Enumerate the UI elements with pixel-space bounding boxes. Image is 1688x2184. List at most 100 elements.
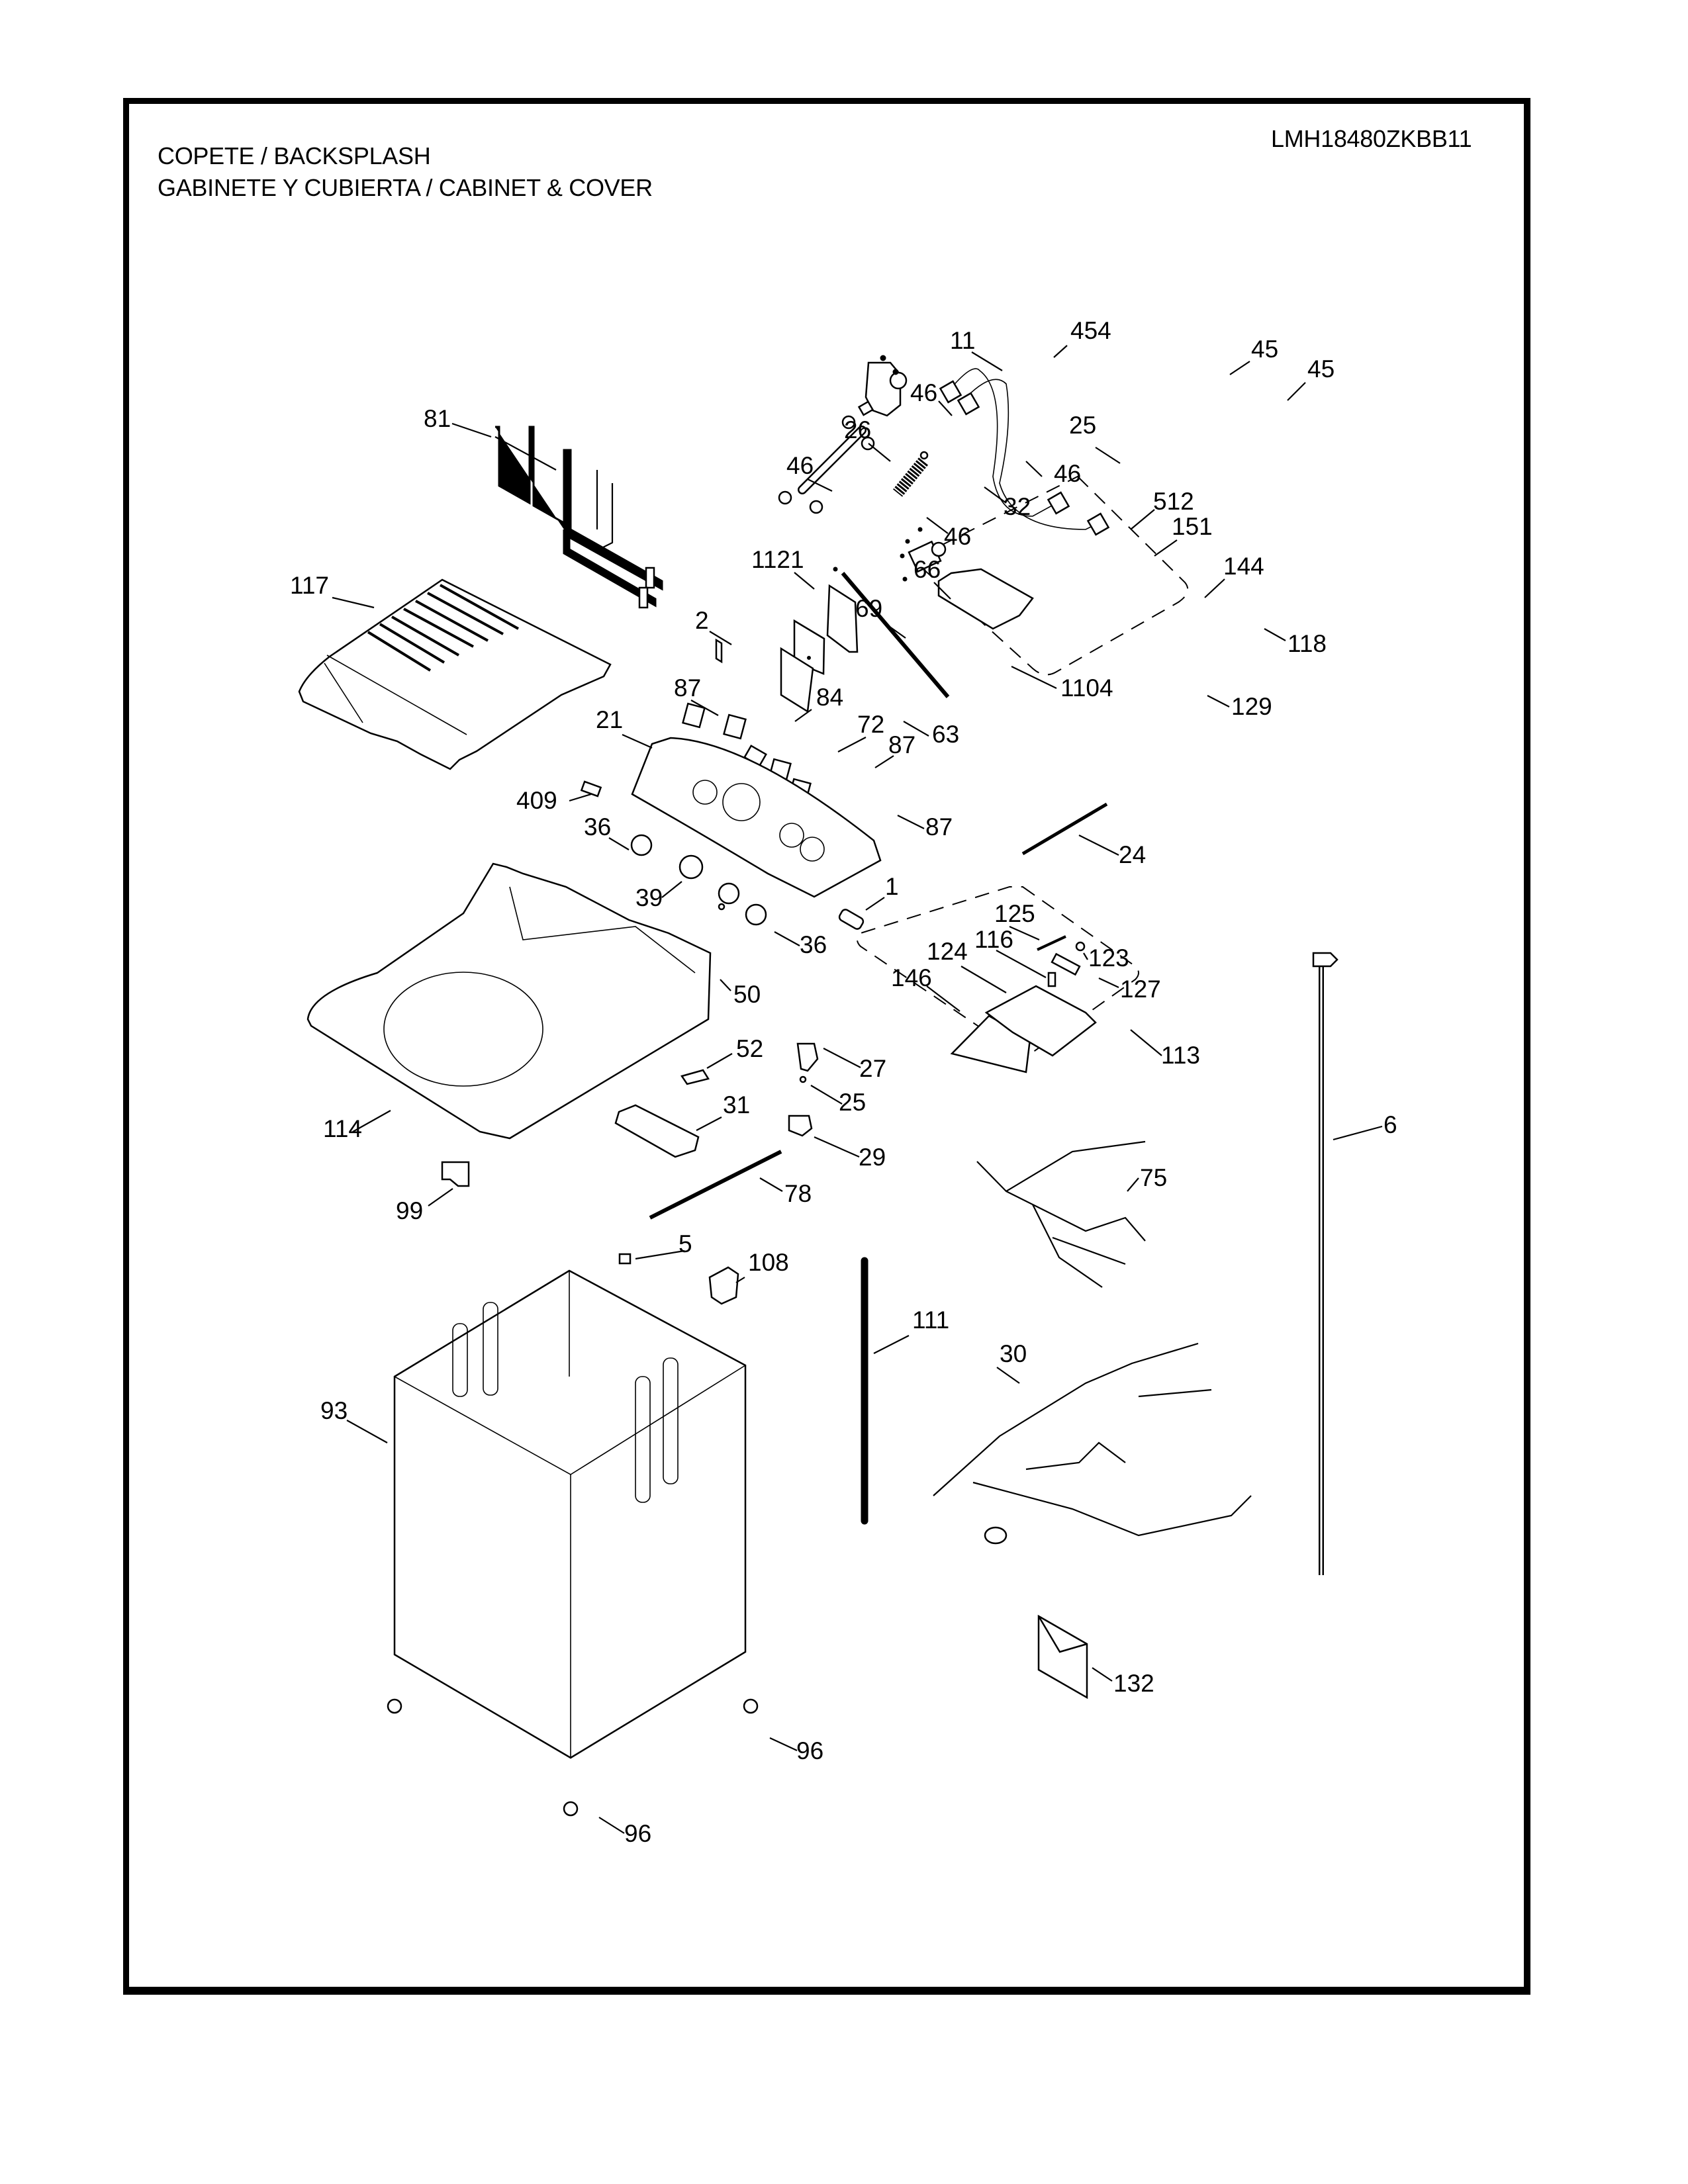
callout-25[interactable]: 25 — [1069, 412, 1096, 439]
callout-2[interactable]: 2 — [695, 607, 709, 634]
screw-25a[interactable] — [919, 451, 929, 460]
callout-45[interactable]: 45 — [1307, 355, 1335, 383]
water-valve-11[interactable] — [857, 361, 908, 417]
callout-99[interactable]: 99 — [396, 1197, 423, 1224]
harness-78[interactable] — [649, 1150, 782, 1220]
callout-146[interactable]: 146 — [891, 964, 932, 991]
screw-454a[interactable] — [880, 355, 886, 361]
callout-27[interactable]: 27 — [859, 1055, 886, 1082]
callout-123[interactable]: 123 — [1088, 944, 1129, 972]
screw-25b[interactable] — [799, 1075, 807, 1083]
callout-1121[interactable]: 1121 — [751, 546, 804, 573]
callout-116[interactable]: 116 — [974, 926, 1013, 953]
valve-assembly-151[interactable] — [908, 540, 947, 573]
sensor-rod-6[interactable] — [1312, 952, 1338, 1575]
callout-144[interactable]: 144 — [1223, 553, 1264, 580]
callout-32[interactable]: 32 — [1004, 493, 1031, 520]
wire-harness-81[interactable] — [494, 426, 663, 609]
callout-108[interactable]: 108 — [748, 1249, 789, 1276]
control-panel-21[interactable] — [631, 737, 882, 898]
callout-96[interactable]: 96 — [796, 1737, 823, 1764]
callout-69[interactable]: 69 — [855, 595, 882, 622]
callout-5[interactable]: 5 — [679, 1230, 692, 1257]
callout-129[interactable]: 129 — [1231, 693, 1272, 720]
callout-93[interactable]: 93 — [320, 1397, 348, 1424]
main-harness-30[interactable] — [933, 1342, 1252, 1545]
callout-46[interactable]: 46 — [944, 523, 971, 550]
callout-454[interactable]: 454 — [1070, 317, 1111, 344]
screw-1121[interactable] — [833, 567, 838, 572]
callout-46[interactable]: 46 — [910, 379, 937, 406]
callout-111[interactable]: 111 — [912, 1306, 949, 1334]
callout-30[interactable]: 30 — [1000, 1340, 1027, 1367]
lid-117[interactable] — [298, 578, 612, 770]
clip-5[interactable] — [618, 1253, 632, 1265]
badge-409[interactable] — [580, 780, 602, 797]
callout-1104[interactable]: 1104 — [1060, 674, 1113, 702]
callout-6[interactable]: 6 — [1383, 1111, 1397, 1138]
callout-46[interactable]: 46 — [1054, 460, 1081, 487]
callout-84[interactable]: 84 — [816, 684, 843, 711]
switch-cover-2[interactable] — [715, 638, 723, 664]
callout-117[interactable]: 117 — [290, 572, 329, 599]
callout-114[interactable]: 114 — [323, 1115, 362, 1142]
pressure-switch-27[interactable] — [796, 1042, 819, 1072]
knobs[interactable] — [630, 834, 767, 926]
callout-96[interactable]: 96 — [624, 1820, 651, 1847]
callout-72[interactable]: 72 — [857, 711, 884, 738]
callout-45[interactable]: 45 — [1251, 336, 1278, 363]
callout-409[interactable]: 409 — [516, 787, 557, 814]
callout-124[interactable]: 124 — [927, 938, 968, 965]
callout-63[interactable]: 63 — [932, 721, 959, 748]
callout-26[interactable]: 26 — [844, 416, 871, 443]
dispenser-drawer-124[interactable] — [984, 985, 1097, 1057]
callout-127[interactable]: 127 — [1120, 976, 1161, 1003]
callout-24[interactable]: 24 — [1119, 841, 1146, 868]
corrugated-hose-32[interactable] — [893, 457, 928, 497]
callout-46[interactable]: 46 — [786, 452, 814, 479]
callout-78[interactable]: 78 — [784, 1180, 812, 1207]
cabinet-93[interactable] — [393, 1269, 747, 1759]
callout-87[interactable]: 87 — [674, 674, 701, 702]
screws-512[interactable] — [900, 527, 923, 582]
callout-36[interactable]: 36 — [800, 931, 827, 958]
bracket-108[interactable] — [708, 1266, 739, 1305]
top-cover-114[interactable] — [306, 862, 712, 1140]
callout-39[interactable]: 39 — [635, 884, 663, 911]
cap-116[interactable] — [1047, 972, 1056, 987]
callout-151[interactable]: 151 — [1172, 513, 1213, 540]
harness-24[interactable] — [1021, 802, 1108, 856]
rod-129[interactable] — [841, 572, 950, 698]
screw-454b[interactable] — [892, 369, 899, 375]
callout-87[interactable]: 87 — [888, 731, 915, 758]
cap-123[interactable] — [1075, 941, 1086, 952]
button-1[interactable] — [838, 908, 865, 931]
callout-87[interactable]: 87 — [925, 813, 953, 841]
callout-25[interactable]: 25 — [839, 1089, 866, 1116]
callout-512[interactable]: 512 — [1153, 488, 1194, 515]
lid-lock-99[interactable] — [441, 1161, 470, 1187]
pcb-bracket-66[interactable] — [826, 584, 859, 653]
callout-81[interactable]: 81 — [424, 405, 451, 432]
callout-75[interactable]: 75 — [1140, 1164, 1167, 1191]
hinge-pin-125[interactable] — [1037, 935, 1066, 951]
callout-21[interactable]: 21 — [596, 706, 623, 733]
callout-66[interactable]: 66 — [914, 556, 941, 583]
clamps-46[interactable] — [778, 415, 875, 514]
manual-132[interactable] — [1037, 1614, 1088, 1700]
harness-75[interactable] — [976, 1140, 1146, 1288]
callout-1[interactable]: 1 — [885, 873, 899, 900]
callout-118[interactable]: 118 — [1288, 630, 1327, 657]
callout-29[interactable]: 29 — [859, 1144, 886, 1171]
bracket-144[interactable] — [937, 568, 1034, 630]
callout-36[interactable]: 36 — [584, 813, 611, 841]
cover-52[interactable] — [680, 1069, 710, 1085]
spring-50[interactable] — [718, 903, 726, 911]
legs-96[interactable] — [387, 1698, 759, 1817]
hinge-127[interactable] — [1051, 952, 1081, 976]
screw-1104[interactable] — [807, 656, 811, 660]
callout-125[interactable]: 125 — [994, 900, 1035, 927]
callout-52[interactable]: 52 — [736, 1035, 763, 1062]
inlet-hoses-45[interactable] — [939, 368, 1110, 536]
callout-31[interactable]: 31 — [723, 1091, 750, 1118]
